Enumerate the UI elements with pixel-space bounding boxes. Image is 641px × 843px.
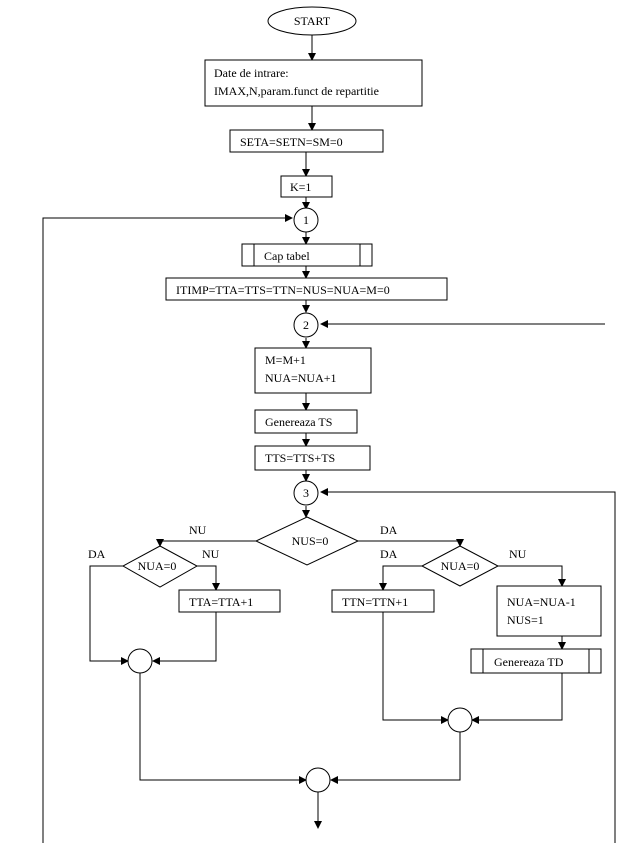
init-counters-label: ITIMP=TTA=TTS=TTN=NUS=NUA=M=0: [176, 283, 390, 297]
connector-1-label: 1: [303, 213, 309, 227]
init-sums-block: SETA=SETN=SM=0: [229, 129, 384, 153]
branch-label-nu-left: NU: [202, 547, 220, 561]
init-k-block: K=1: [280, 175, 333, 198]
connector-3: 3: [293, 480, 319, 506]
ttn-increment-label: TTN=TTN+1: [342, 595, 408, 609]
nua-decrement-line-2: NUS=1: [507, 613, 544, 627]
connectors: [42, 35, 616, 843]
increment-line-1: M=M+1: [265, 353, 306, 367]
branch-label-nu-main: NU: [189, 523, 207, 537]
branch-label-da-right: DA: [380, 547, 398, 561]
connector-2-label: 2: [303, 318, 309, 332]
start-label: START: [294, 14, 331, 28]
tta-increment-label: TTA=TTA+1: [189, 595, 253, 609]
generate-td-subprocess: Genereaza TD: [470, 648, 602, 674]
decision-nua-right: NUA=0: [420, 545, 500, 587]
decision-nus: NUS=0: [254, 516, 360, 566]
connector-1: 1: [293, 207, 319, 233]
generate-ts-label: Genereaza TS: [265, 415, 332, 429]
branch-label-nu-right: NU: [509, 547, 527, 561]
ttn-increment-block: TTN=TTN+1: [331, 589, 435, 613]
header-subprocess: Cap tabel: [241, 243, 373, 267]
branch-label-da-left: DA: [88, 547, 106, 561]
connector-2: 2: [293, 312, 319, 338]
merge-connector-left: [127, 648, 153, 674]
merge-connector-bottom: [305, 767, 331, 793]
decision-nus-label: NUS=0: [292, 534, 329, 548]
init-counters-block: ITIMP=TTA=TTS=TTN=NUS=NUA=M=0: [165, 277, 448, 301]
input-line-1: Date de intrare:: [214, 66, 289, 80]
merge-connector-right: [447, 707, 473, 733]
input-line-2: IMAX,N,param.funct de repartitie: [214, 84, 379, 98]
tta-increment-block: TTA=TTA+1: [178, 589, 281, 613]
sum-ts-label: TTS=TTS+TS: [265, 451, 335, 465]
generate-td-label: Genereaza TD: [494, 655, 564, 669]
decision-nua-left: NUA=0: [121, 545, 199, 588]
nua-decrement-block: NUA=NUA-1 NUS=1: [496, 585, 602, 637]
input-block: Date de intrare: IMAX,N,param.funct de r…: [204, 59, 423, 107]
increment-line-2: NUA=NUA+1: [265, 371, 337, 385]
generate-ts-block: Genereaza TS: [254, 409, 358, 434]
decision-nua-right-label: NUA=0: [441, 559, 480, 573]
init-k-label: K=1: [290, 180, 311, 194]
connector-3-label: 3: [303, 486, 309, 500]
nua-decrement-line-1: NUA=NUA-1: [507, 595, 576, 609]
header-subprocess-label: Cap tabel: [264, 249, 310, 263]
start-node: START: [267, 6, 357, 36]
increment-block: M=M+1 NUA=NUA+1: [254, 347, 372, 394]
branch-label-da-main: DA: [380, 523, 398, 537]
init-sums-label: SETA=SETN=SM=0: [240, 135, 343, 149]
sum-ts-block: TTS=TTS+TS: [254, 445, 371, 471]
decision-nua-left-label: NUA=0: [138, 559, 177, 573]
